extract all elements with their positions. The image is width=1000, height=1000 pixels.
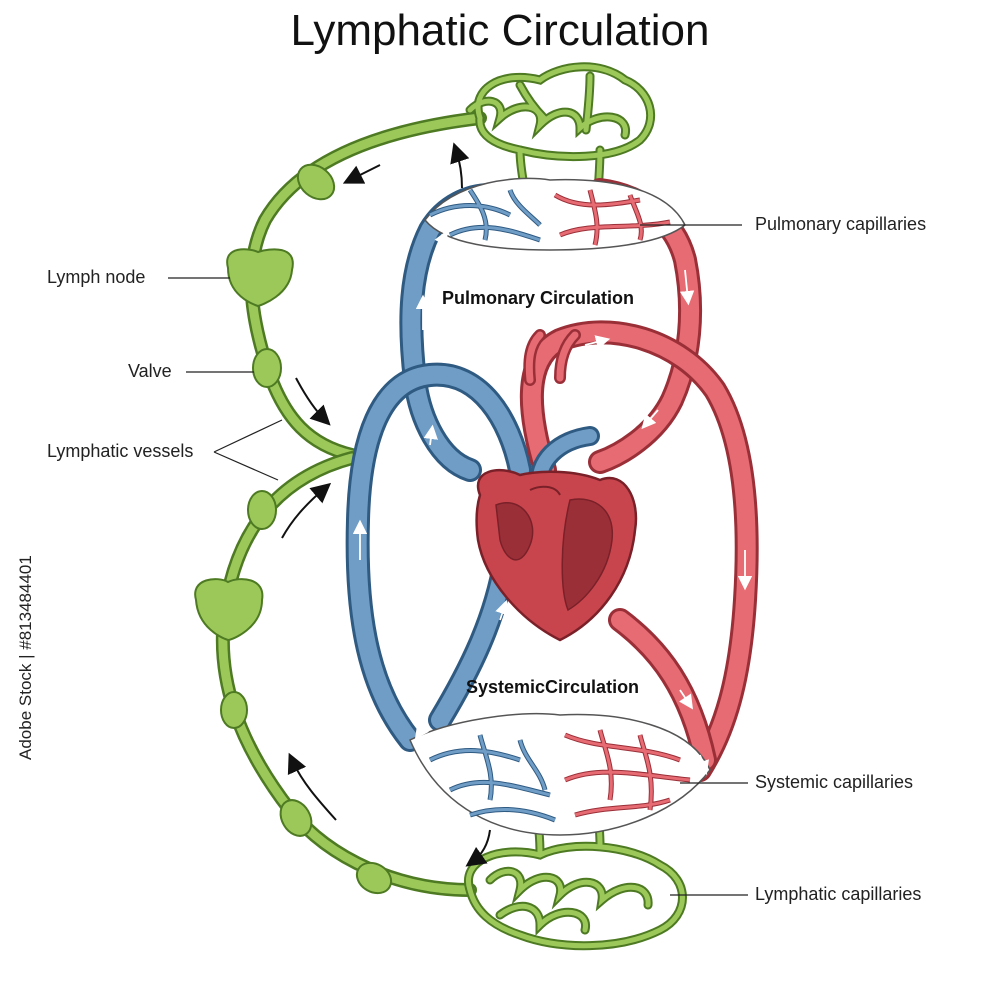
label-leader-lines	[168, 224, 748, 896]
label-lymph-node: Lymph node	[47, 267, 146, 287]
lymph-valves	[220, 163, 393, 895]
upper-lymphatic-capillaries-fill	[467, 64, 654, 201]
label-lymphatic-vessels: Lymphatic vessels	[47, 441, 194, 461]
heart	[475, 468, 638, 642]
lymph-nodes	[194, 248, 294, 642]
side-watermark-text: Adobe Stock | #813484401	[16, 555, 35, 760]
label-lymphatic-capillaries: Lymphatic capillaries	[755, 884, 922, 904]
label-valve: Valve	[128, 361, 172, 381]
page-title: Lymphatic Circulation	[290, 6, 710, 55]
lymph-flow-arrows	[281, 142, 491, 867]
label-systemic-capillaries: Systemic capillaries	[755, 772, 914, 792]
label-pulmonary-circulation: Pulmonary Circulation	[442, 288, 635, 308]
label-systemic-circulation: SystemicCirculation	[466, 677, 640, 697]
blood-flow-arrows	[352, 230, 753, 776]
label-pulmonary-capillaries: Pulmonary capillaries	[755, 214, 927, 234]
systemic-capillary-bed	[409, 712, 711, 836]
